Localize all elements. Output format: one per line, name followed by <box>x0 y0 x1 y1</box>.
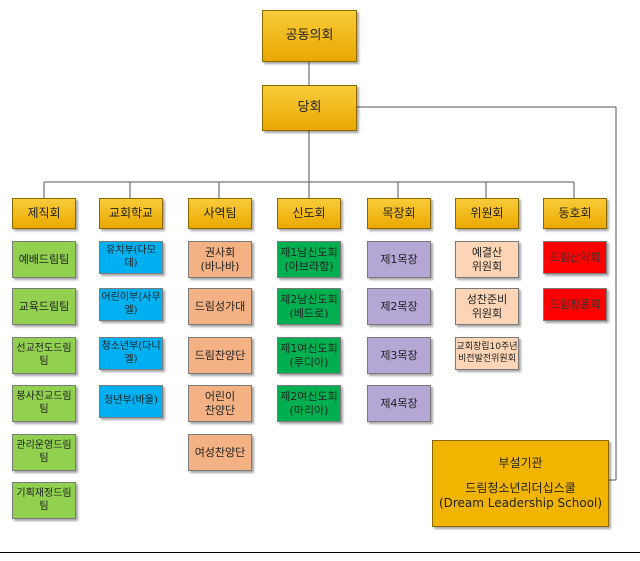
affiliate-name: 드림청소년리더십스쿨 <box>465 481 576 495</box>
org-unit-label: 여성찬양단 <box>194 445 246 459</box>
affiliate-english-name: (Dream Leadership School) <box>438 496 603 510</box>
org-unit-1-1: 어린이부(사무엘) <box>99 288 163 321</box>
org-unit-label: 제2여신도회 <box>280 389 338 403</box>
org-unit-4-2: 제3목장 <box>367 337 431 374</box>
org-unit-label: (바나바) <box>200 259 240 273</box>
org-unit-1-2: 청소년부(다니엘) <box>99 337 163 370</box>
column-head-label: 신도회 <box>292 206 326 220</box>
org-unit-1-0: 유치부(다모데) <box>99 241 163 274</box>
org-unit-0-2: 선교전도드림팀 <box>12 337 76 374</box>
org-unit-label: 드림산악회 <box>549 250 601 264</box>
org-unit-6-0: 드림산악회 <box>543 241 607 274</box>
column-head-label: 목장회 <box>382 206 416 220</box>
column-head-label: 제직회 <box>27 206 61 220</box>
org-unit-label: 성찬준비 <box>466 292 508 306</box>
org-unit-label: 드림핑퐁회 <box>549 297 601 311</box>
org-unit-label: 제1남신도회 <box>280 245 338 259</box>
org-unit-label: 드림성가대 <box>194 299 246 313</box>
org-unit-label: 어린이부(사무엘) <box>101 292 161 316</box>
org-unit-2-4: 여성찬양단 <box>188 434 252 471</box>
org-unit-label: 관리운영드림팀 <box>16 440 72 464</box>
org-unit-label: 드림찬양단 <box>194 348 246 362</box>
org-unit-label: 교육드림팀 <box>18 299 70 313</box>
org-unit-0-0: 예배드림팀 <box>12 241 76 278</box>
org-unit-4-3: 제4목장 <box>367 385 431 422</box>
org-unit-label: 제3목장 <box>380 348 418 362</box>
org-unit-label: (마리아) <box>289 403 329 417</box>
org-unit-label: 제2남신도회 <box>280 292 338 306</box>
org-unit-3-2: 제1여신도회(루디아) <box>277 337 341 374</box>
affiliate-institution-box: 부설기관 드림청소년리더십스쿨 (Dream Leadership School… <box>432 440 609 527</box>
page-bottom-rule <box>0 552 640 553</box>
org-unit-label: 찬양단 <box>204 403 236 417</box>
org-unit-label: 제4목장 <box>380 396 418 410</box>
org-unit-label: (아브라함) <box>284 259 334 273</box>
session-council-label: 당회 <box>297 99 322 115</box>
affiliate-title: 부설기관 <box>498 456 543 470</box>
org-unit-label: 위원회 <box>471 259 503 273</box>
org-unit-label: 어린이 <box>204 389 236 403</box>
org-unit-1-3: 청년부(바울) <box>99 385 163 418</box>
column-head-4: 목장회 <box>367 198 431 229</box>
joint-assembly-label: 공동의회 <box>285 27 334 43</box>
column-head-5: 위원회 <box>455 198 519 229</box>
column-head-label: 동호회 <box>558 206 592 220</box>
org-unit-label: 교회창립10주년 <box>456 342 518 353</box>
column-head-label: 사역팀 <box>203 206 237 220</box>
org-unit-3-1: 제2남신도회(베드로) <box>277 288 341 325</box>
org-unit-label: 권사회 <box>204 245 236 259</box>
org-unit-0-3: 봉사친교드림팀 <box>12 385 76 422</box>
org-unit-label: 제2목장 <box>380 299 418 313</box>
column-head-1: 교회학교 <box>99 198 163 229</box>
column-head-0: 제직회 <box>12 198 76 229</box>
org-unit-6-1: 드림핑퐁회 <box>543 288 607 321</box>
session-council-box: 당회 <box>262 85 357 131</box>
org-unit-label: 청년부(바울) <box>104 395 158 407</box>
column-head-label: 위원회 <box>470 206 504 220</box>
org-unit-label: (루디아) <box>289 355 329 369</box>
org-unit-label: 유치부(다모데) <box>106 245 156 269</box>
org-unit-2-1: 드림성가대 <box>188 288 252 325</box>
org-unit-4-1: 제2목장 <box>367 288 431 325</box>
org-unit-4-0: 제1목장 <box>367 241 431 278</box>
org-unit-label: 청소년부(다니엘) <box>101 341 161 365</box>
joint-assembly-box: 공동의회 <box>262 10 357 62</box>
org-unit-label: 비전발전위원회 <box>458 353 516 364</box>
org-unit-label: 기획재정드림팀 <box>16 488 72 512</box>
org-unit-2-2: 드림찬양단 <box>188 337 252 374</box>
org-unit-2-0: 권사회(바나바) <box>188 241 252 278</box>
org-unit-label: 제1여신도회 <box>280 341 338 355</box>
org-unit-label: 제1목장 <box>380 252 418 266</box>
org-unit-label: 위원회 <box>471 306 503 320</box>
column-head-2: 사역팀 <box>188 198 252 229</box>
org-unit-0-1: 교육드림팀 <box>12 288 76 325</box>
org-unit-label: 선교전도드림팀 <box>16 343 72 367</box>
org-unit-3-0: 제1남신도회(아브라함) <box>277 241 341 278</box>
column-head-3: 신도회 <box>277 198 341 229</box>
org-unit-3-3: 제2여신도회(마리아) <box>277 385 341 422</box>
org-unit-label: (베드로) <box>289 306 329 320</box>
org-unit-label: 봉사친교드림팀 <box>16 391 72 415</box>
org-unit-0-5: 기획재정드림팀 <box>12 482 76 519</box>
org-unit-0-4: 관리운영드림팀 <box>12 434 76 471</box>
org-unit-label: 예결산 <box>471 245 503 259</box>
column-head-6: 동호회 <box>543 198 607 229</box>
org-unit-label: 예배드림팀 <box>18 252 70 266</box>
column-head-label: 교회학교 <box>108 206 154 220</box>
